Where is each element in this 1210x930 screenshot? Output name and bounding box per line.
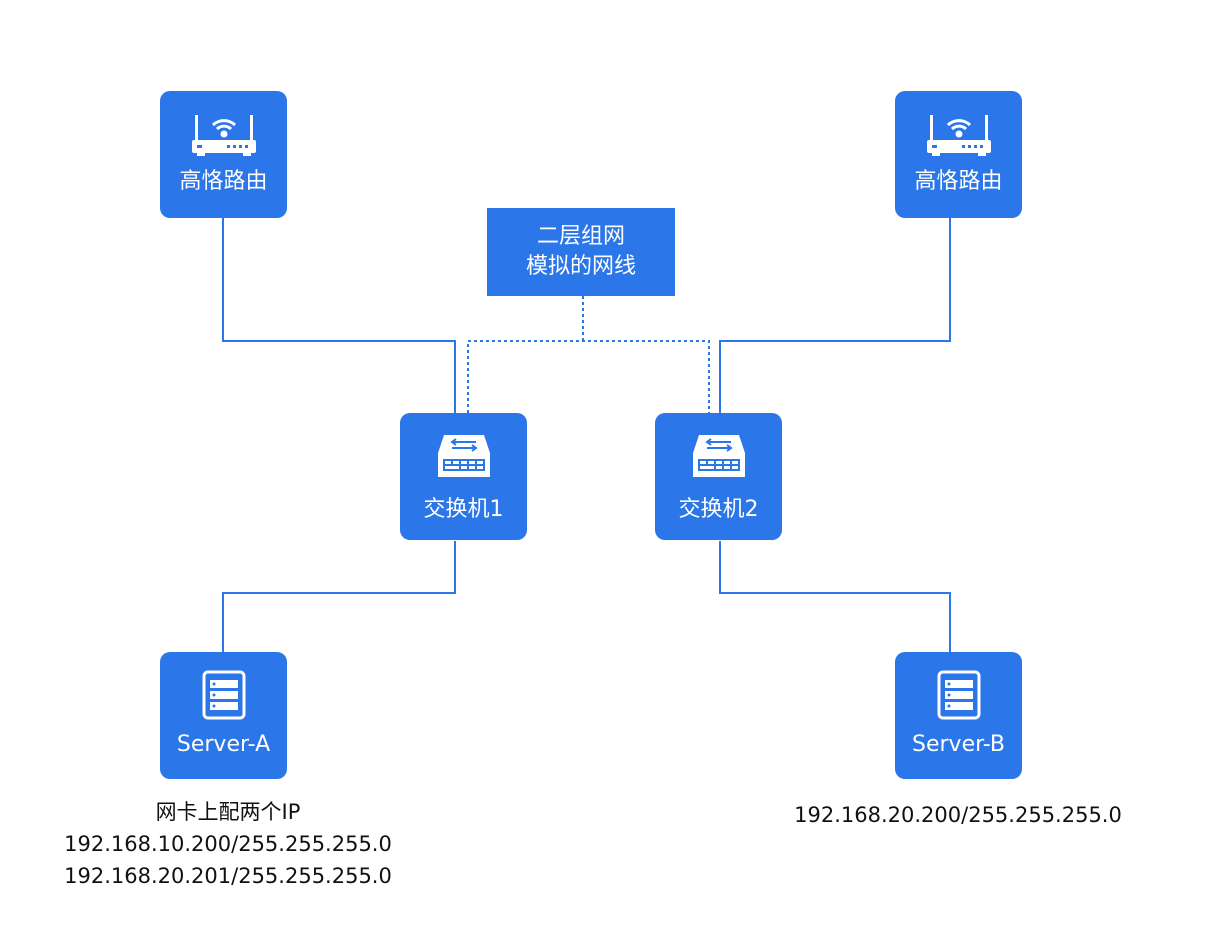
server-icon: [202, 670, 245, 720]
virtual-cable-note: 二层组网 模拟的网线: [487, 208, 675, 296]
link-switch2-server-b: [719, 541, 951, 652]
server-a-note: 网卡上配两个IP: [155, 800, 301, 824]
router-icon: [926, 115, 991, 156]
note-line-2: 模拟的网线: [525, 254, 636, 279]
server-a-ip-1: 192.168.10.200/255.255.255.0: [64, 832, 392, 856]
note-line-1: 二层组网: [536, 224, 625, 249]
server-a-label: Server-A: [176, 732, 271, 757]
link-router-right-switch2: [719, 217, 951, 413]
server-b-ip-info: 192.168.20.200/255.255.255.0: [758, 799, 1158, 831]
server-b-label: Server-B: [912, 732, 1005, 757]
virtual-cable-line: [467, 340, 710, 413]
router-right-label: 高恪路由: [914, 169, 1003, 194]
router-icon: [191, 115, 256, 156]
switch2-label: 交换机2: [678, 497, 759, 522]
server-a-ip-info: 网卡上配两个IP 192.168.10.200/255.255.255.0 19…: [28, 796, 428, 892]
switch1-node[interactable]: 交换机1: [400, 413, 527, 540]
link-switch1-server-a: [222, 541, 456, 652]
server-b-node[interactable]: Server-B: [895, 652, 1022, 779]
switch2-node[interactable]: 交换机2: [655, 413, 782, 540]
router-right-node[interactable]: 高恪路由: [895, 91, 1022, 218]
server-icon: [937, 670, 980, 720]
router-left-label: 高恪路由: [179, 169, 268, 194]
switch1-label: 交换机1: [423, 497, 504, 522]
switch-icon: [437, 435, 490, 477]
router-left-node[interactable]: 高恪路由: [160, 91, 287, 218]
server-b-ip-1: 192.168.20.200/255.255.255.0: [794, 803, 1122, 827]
server-a-ip-2: 192.168.20.201/255.255.255.0: [64, 864, 392, 888]
link-router-left-switch1: [222, 217, 456, 413]
server-a-node[interactable]: Server-A: [160, 652, 287, 779]
switch-icon: [692, 435, 745, 477]
